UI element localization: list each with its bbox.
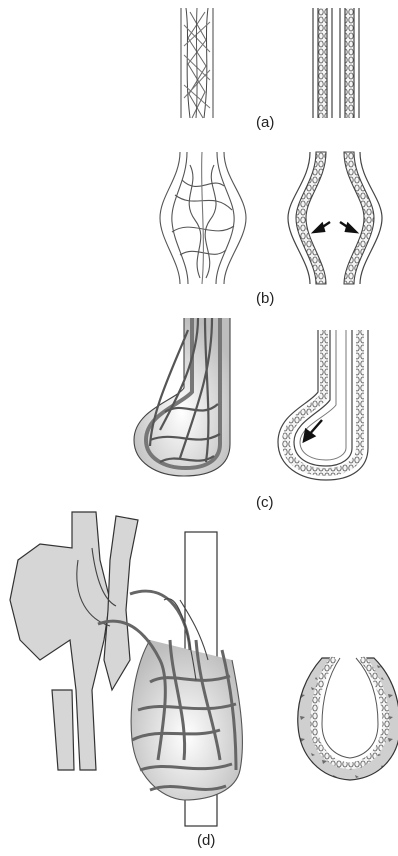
panel-b-fiber-bulge <box>160 152 246 284</box>
panel-c-fiber-pouch <box>134 318 230 476</box>
panel-b-cell-bulge <box>288 152 382 284</box>
panel-c <box>134 318 368 480</box>
panel-c-cell-pouch <box>278 330 368 480</box>
panel-b <box>160 152 382 284</box>
panel-a-cell-tube <box>313 8 359 118</box>
panel-a-fiber-tube <box>181 8 213 118</box>
panel-a-label: (a) <box>256 114 274 131</box>
panel-b-label: (b) <box>256 290 274 307</box>
panel-d-label: (d) <box>197 832 215 849</box>
panel-d-organ <box>10 512 138 770</box>
expansion-arrow-icon <box>314 222 356 232</box>
panel-d-cross-section <box>298 658 398 780</box>
panel-c-label: (c) <box>256 494 274 511</box>
panel-a <box>181 8 359 118</box>
panel-d-vessel-network <box>98 591 242 800</box>
panel-d <box>10 512 398 826</box>
